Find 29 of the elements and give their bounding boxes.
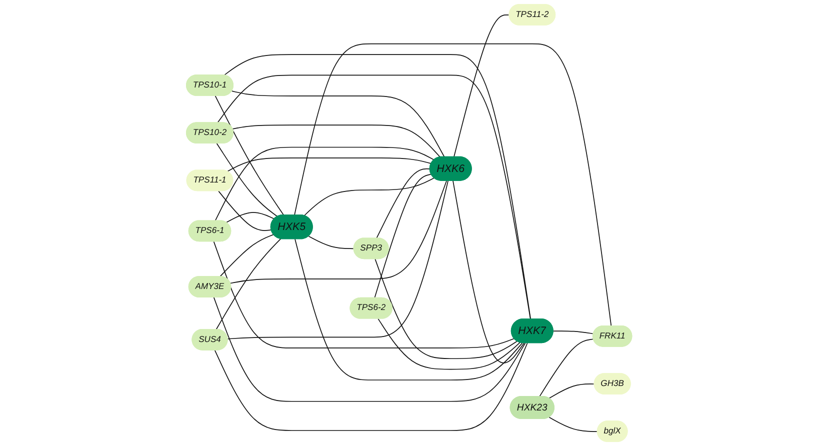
- connector: [304, 178, 435, 216]
- connector: [549, 384, 596, 399]
- connector: [214, 297, 526, 402]
- connector: [376, 168, 431, 239]
- connector: [216, 238, 282, 330]
- connector: [218, 190, 272, 231]
- connector: [232, 90, 446, 158]
- connector: [375, 258, 518, 360]
- connector: [216, 143, 278, 217]
- connector: [374, 174, 432, 298]
- connector: [228, 180, 449, 340]
- connector: [215, 146, 435, 222]
- connector: [220, 234, 274, 277]
- connector: [549, 416, 598, 432]
- connector: [378, 318, 521, 370]
- connector: [454, 14, 510, 158]
- connector: [214, 342, 528, 431]
- connector: [553, 330, 594, 334]
- connector: [227, 158, 432, 172]
- connector: [226, 212, 275, 223]
- connector: [294, 43, 612, 326]
- connector: [452, 180, 525, 364]
- connector: [230, 180, 448, 284]
- connector: [215, 96, 285, 216]
- connector: [308, 236, 355, 250]
- connector: [540, 338, 594, 397]
- connector: [294, 238, 524, 380]
- connector: [232, 124, 441, 158]
- connector: [214, 241, 515, 348]
